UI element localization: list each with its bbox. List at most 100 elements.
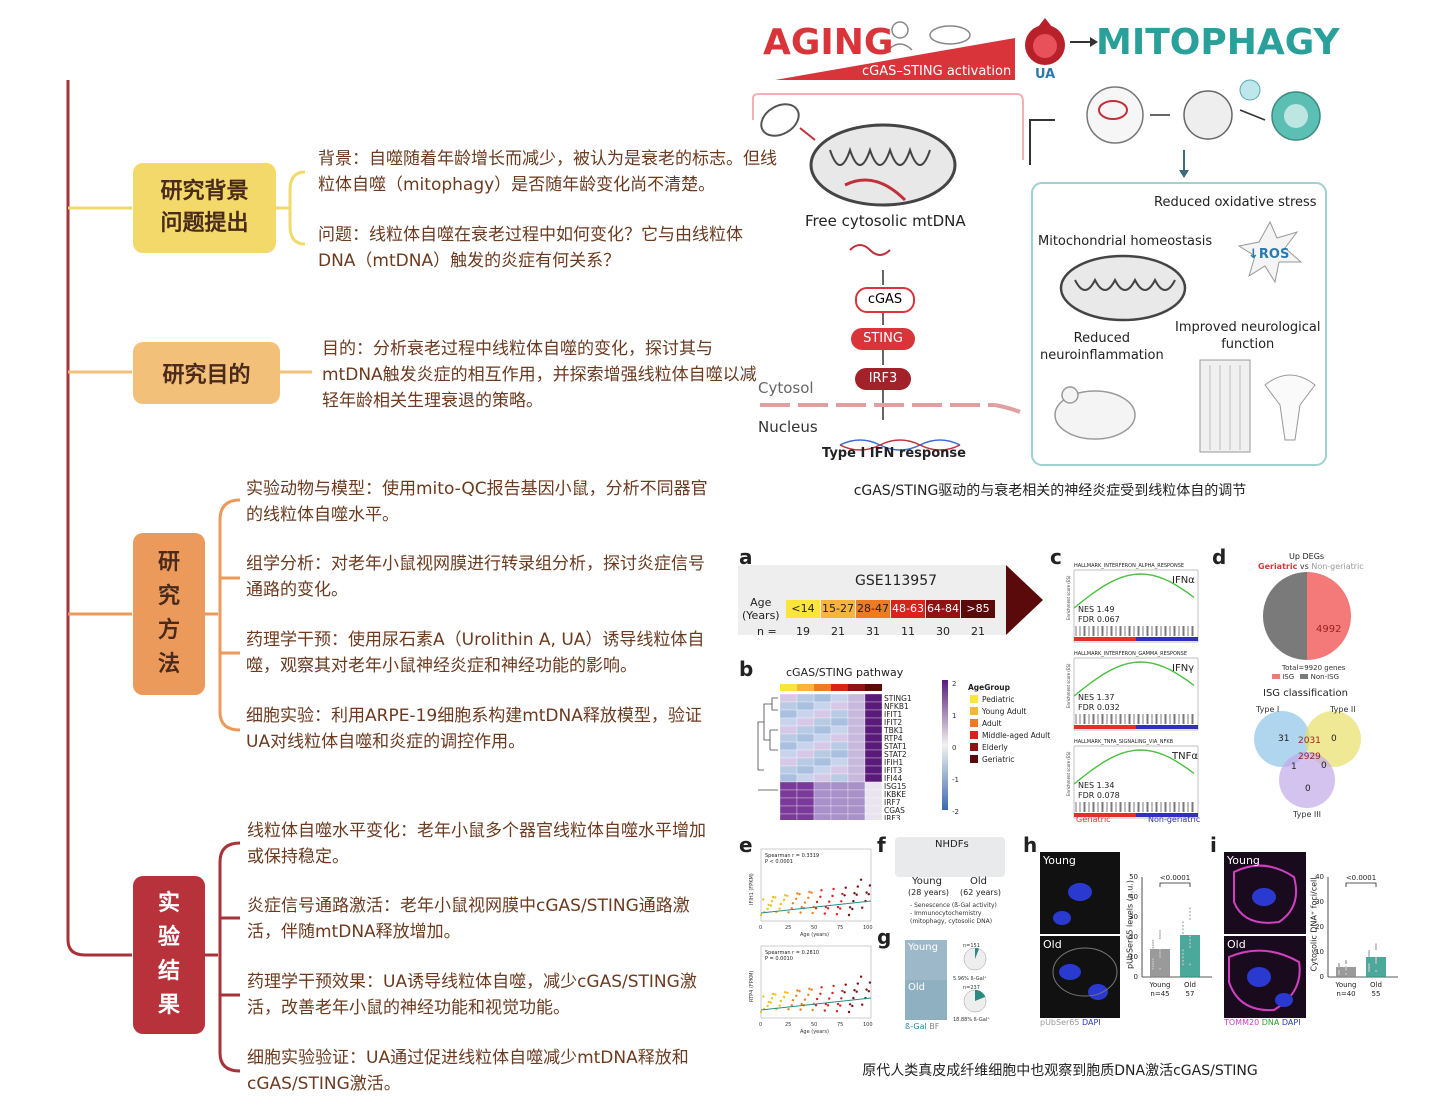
panel-i-chart-p: <0.0001 <box>1346 874 1376 882</box>
panel-e-point-1-45 <box>831 991 834 995</box>
sting-pill: STING <box>851 328 915 350</box>
mitophagy-title: MITOPHAGY <box>1096 22 1340 63</box>
panel-c-tag-1: IFNγ <box>1172 663 1194 674</box>
panel-h-chart-dot-0-7 <box>1159 953 1161 956</box>
branch-results-node[interactable]: 实 验 结 果 <box>133 876 205 1034</box>
panel-e-point-0-9 <box>796 892 799 895</box>
panel-d-isg-title: ISG classification <box>1263 688 1348 699</box>
panel-e-point-0-34 <box>823 912 826 915</box>
panel-b-age-cell-1 <box>797 684 814 691</box>
branch-methods-node[interactable]: 研 究 方 法 <box>133 533 205 695</box>
panel-h-chart-dot-1-6 <box>1182 928 1184 931</box>
panel-h-chart-dot-1-13 <box>1189 907 1191 910</box>
panel-h-chart-dot-0-15 <box>1159 948 1161 951</box>
panel-e-point-0-3 <box>771 895 775 899</box>
panel-b-cell-10-1 <box>796 773 815 783</box>
panel-b-legend-0: Pediatric <box>982 695 1015 704</box>
branch-methods-char-4: 法 <box>157 652 180 677</box>
panel-b-cell-15-3 <box>830 813 849 820</box>
panel-h-chart-dot-0-14 <box>1152 939 1154 942</box>
panel-h-chart-n-0: n=45 <box>1150 990 1169 998</box>
panel-b-cell-7-1 <box>796 749 815 759</box>
panel-g-stain-bgal: ß-Gal <box>905 1022 927 1031</box>
panel-b-gene-14: CGAS <box>884 806 905 815</box>
panel-e-point-1-55 <box>798 990 801 993</box>
panel-e-xtick-1-2: 50 <box>811 1022 817 1028</box>
panel-e-ylabel-1: RTP4 (FPKM) <box>749 971 755 1002</box>
panel-a-n-1: 21 <box>831 625 845 638</box>
panel-g-old-image <box>905 980 947 1020</box>
panel-i-stain-b: DNA <box>1261 1018 1280 1027</box>
panel-i-chart-ytick-1: 10 <box>1315 948 1324 956</box>
ifn-response-label: Type I IFN response <box>822 446 966 461</box>
panel-e-point-1-51 <box>855 990 858 993</box>
panel-e-point-0-24 <box>856 885 859 888</box>
panel-b-cell-5-0 <box>779 733 798 743</box>
panel-b-cell-15-5 <box>864 813 883 820</box>
activation-label: cGAS–STING activation <box>862 64 1012 79</box>
panel-e-point-0-39 <box>807 896 810 899</box>
panel-e-point-1-56 <box>839 1004 842 1007</box>
panel-e-point-0-44 <box>790 907 793 910</box>
panel-f-box <box>895 837 1005 877</box>
panel-e-point-1-34 <box>823 1009 826 1012</box>
panel-b-cell-12-3 <box>830 789 849 799</box>
panel-i-chart-dot-1-12 <box>1368 965 1370 967</box>
panel-i-chart-dot-1-15 <box>1375 956 1377 959</box>
panel-e-point-0-15 <box>820 889 823 892</box>
panel-f-letter: f <box>877 833 886 857</box>
panel-a-group-5: >85 <box>961 600 995 618</box>
panel-c-tag-0: IFNα <box>1172 575 1195 586</box>
panel-h-chart-dot-1-5 <box>1189 914 1191 917</box>
panel-d-type-1: Type I <box>1256 705 1280 714</box>
panel-c-nes-1: NES 1.37 <box>1078 693 1114 702</box>
panel-e-point-0-36 <box>795 897 798 900</box>
panel-e-point-0-26 <box>828 900 831 903</box>
leaf-results-mitophagy: 线粒体自噬水平变化：老年小鼠多个器官线粒体自噬水平增加或保持稳定。 <box>247 821 706 867</box>
panel-e-point-0-42 <box>819 895 822 898</box>
panel-e-point-1-9 <box>796 989 799 992</box>
panel-b-cell-9-1 <box>796 765 815 775</box>
leaf-methods-pharm: 药理学干预：使用尿石素A（Urolithin A, UA）诱导线粒体自噬，观察其… <box>246 630 705 676</box>
panel-a-n-0: 19 <box>796 625 810 638</box>
panel-e-point-0-58 <box>810 891 813 894</box>
panel-e-point-1-31 <box>811 1008 814 1012</box>
panel-b-cell-1-4 <box>847 701 866 711</box>
panel-h-cells <box>1052 883 1118 1000</box>
panel-d-subtitle: Geriatric vs Non-geriatric <box>1258 562 1364 571</box>
panel-e-point-1-46 <box>762 995 765 998</box>
panel-b-cell-6-4 <box>847 741 866 751</box>
branch-background-node[interactable]: 研究背景 问题提出 <box>133 163 276 253</box>
panel-e-point-0-28 <box>799 911 802 914</box>
panel-i-chart-dot-0-13 <box>1345 959 1347 962</box>
panel-h-chart-dot-1-0 <box>1182 963 1184 966</box>
panel-g-young-label: Young <box>908 942 938 953</box>
panel-b-scale-1: 1 <box>952 712 956 720</box>
panel-h-chart-dot-1-7 <box>1189 942 1191 945</box>
panel-e-point-1-21 <box>844 983 847 986</box>
panel-i-chart-dot-1-6 <box>1368 953 1370 956</box>
panel-b-gene-7: STAT2 <box>884 750 907 759</box>
branch-methods-char-3: 方 <box>157 618 180 643</box>
panel-b-legend-title: AgeGroup <box>968 683 1011 692</box>
panel-d-venn-5: 1 <box>1291 762 1297 772</box>
panel-d-title: Up DEGs <box>1289 552 1325 561</box>
panel-b-cell-2-2 <box>813 709 832 719</box>
panel-b-gene-2: IFIT1 <box>884 710 902 719</box>
branch-results-char-2: 验 <box>157 925 180 950</box>
panel-b-dendrogram <box>757 697 778 791</box>
panel-d-subtitle-vs: vs <box>1297 562 1312 571</box>
panel-b-cell-6-5 <box>864 741 883 751</box>
panel-i-chart-ytick-2: 20 <box>1315 923 1324 931</box>
panel-b-cell-8-4 <box>847 757 866 767</box>
panel-f-bullet-2: - Immunocytochemistry <box>910 910 982 917</box>
panel-e-point-1-12 <box>808 987 811 990</box>
panel-i-chart-dot-0-17 <box>1345 973 1347 975</box>
panel-g-pies <box>963 947 987 1013</box>
panel-a-group-0: <14 <box>786 600 820 618</box>
branch-aim-node[interactable]: 研究目的 <box>133 342 280 404</box>
panel-e-point-1-44 <box>790 1004 793 1007</box>
panel-h-chart-sig-bracket <box>1159 882 1191 887</box>
panel-e-point-0-46 <box>762 898 765 901</box>
